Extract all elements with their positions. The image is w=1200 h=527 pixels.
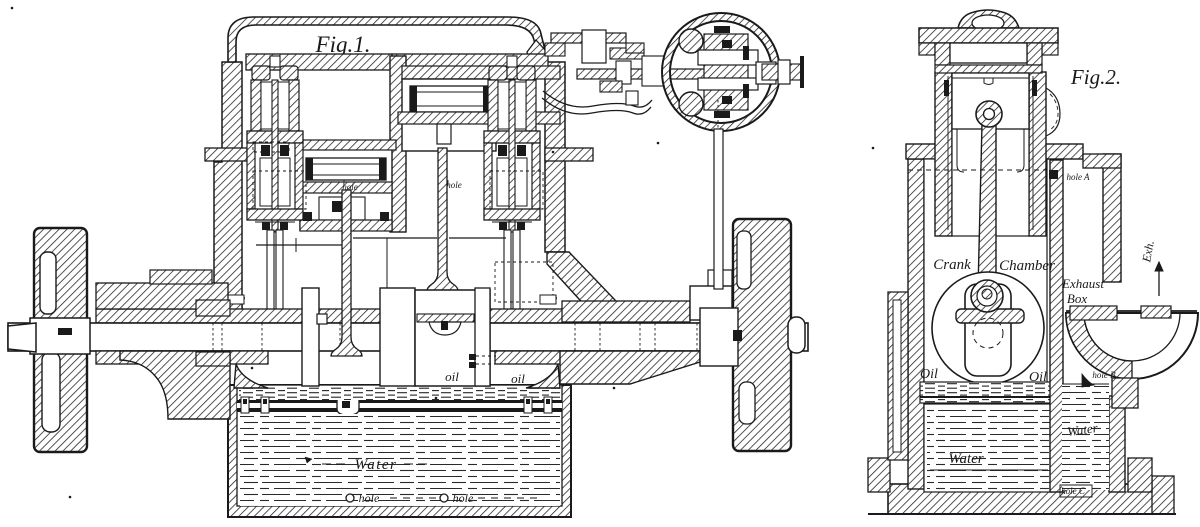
svg-text:Fig.2.: Fig.2. — [1070, 65, 1121, 89]
svg-text:Water: Water — [355, 457, 398, 473]
svg-text:Exhaust: Exhaust — [1061, 276, 1104, 291]
svg-text:Water: Water — [1066, 420, 1099, 439]
svg-text:hole: hole — [342, 182, 358, 192]
svg-text:hole: hole — [446, 180, 462, 190]
svg-text:Fig.1.: Fig.1. — [315, 32, 371, 57]
svg-text:hole: hole — [359, 491, 380, 505]
svg-text:hole: hole — [453, 491, 474, 505]
svg-text:Chamber: Chamber — [999, 258, 1055, 274]
svg-text:Crank: Crank — [933, 257, 971, 273]
svg-text:Water: Water — [948, 451, 983, 467]
svg-text:Oil: Oil — [1029, 370, 1047, 385]
svg-text:hole B: hole B — [1092, 370, 1116, 380]
svg-text:Exh.: Exh. — [1139, 239, 1157, 264]
svg-text:Box: Box — [1067, 291, 1087, 306]
svg-text:hole C: hole C — [1061, 486, 1086, 496]
svg-text:hole A: hole A — [1066, 172, 1090, 182]
svg-text:oil: oil — [445, 369, 459, 384]
svg-text:Oil: Oil — [920, 367, 938, 382]
svg-text:oil: oil — [511, 371, 525, 386]
